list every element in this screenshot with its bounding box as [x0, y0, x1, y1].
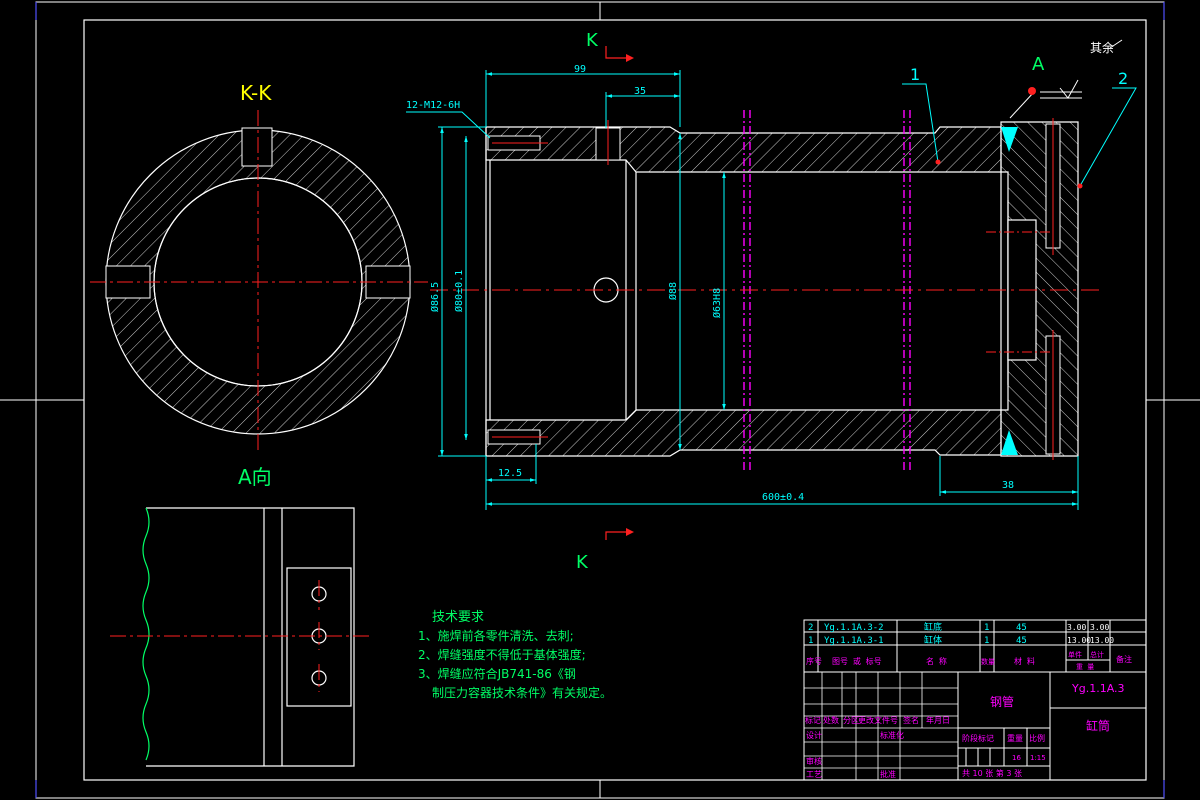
dim-600: 600±0.4 — [762, 492, 804, 503]
bom-row-qty: 1 — [984, 636, 989, 646]
sheet-corner-marks — [35, 2, 1165, 798]
tech-req-title: 技术要求 — [432, 610, 484, 625]
bom-header-mat: 材 料 — [1014, 656, 1035, 666]
weight-label: 重量 — [1007, 733, 1023, 743]
dim-d88: Ø88 — [667, 282, 679, 300]
dimension-lines — [406, 70, 1137, 510]
process-label: 工艺 — [806, 770, 822, 779]
bom-row-code: Yg.1.1A.3-1 — [824, 636, 884, 646]
balloon-2: 2 — [1118, 69, 1128, 88]
balloon-1: 1 — [910, 65, 920, 84]
technical-requirements: 技术要求 1、施焊前各零件清洗、去刺; 2、焊缝强度不得低于基体强度; 3、焊缝… — [418, 610, 612, 700]
bom-row-mat: 45 — [1016, 636, 1027, 646]
design-label: 设计 — [806, 730, 822, 740]
tech-req-line3: 3、焊缝应符合JB741-86《钢 — [418, 666, 576, 681]
title-block: 钢管 Yg.1.1A.3 缸筒 标记 处数 分区 更改文件号 签名 年月日 设计… — [805, 682, 1125, 779]
dim-d63: Ø63H8 — [711, 288, 723, 318]
cylinder-section-view — [430, 110, 1100, 470]
dim-99: 99 — [574, 64, 586, 75]
bom-header-no: 序号 — [806, 656, 822, 666]
part-name: 缸筒 — [1086, 718, 1110, 733]
dim-d80: Ø80±0.1 — [453, 270, 465, 312]
a-arrow-label: A — [1032, 54, 1045, 75]
rev-header-2: 分区 — [843, 716, 859, 725]
a-direction-view — [142, 507, 355, 767]
bom-row-qty: 1 — [984, 623, 989, 633]
section-k-top-label: K — [586, 30, 599, 51]
a-view-label: A向 — [238, 465, 272, 489]
roughness-note: 其余 — [1090, 40, 1114, 55]
standardization-label: 标准化 — [880, 730, 904, 740]
bom-header-single: 单件 — [1068, 650, 1082, 659]
dim-35: 35 — [634, 86, 646, 97]
approve-label: 批准 — [880, 769, 896, 779]
rev-header-4: 签名 — [903, 715, 919, 725]
bom-header-total: 总计 — [1090, 650, 1104, 659]
bom-row-w2: 3.00 — [1090, 623, 1109, 632]
drawing-number: Yg.1.1A.3 — [1071, 682, 1125, 695]
dim-38: 38 — [1002, 480, 1014, 491]
sheet-count: 共 10 张 第 3 张 — [962, 768, 1022, 778]
dim-125: 12.5 — [498, 468, 522, 479]
bom-row-code: Yg.1.1A.3-2 — [824, 623, 884, 633]
bom-row-w1: 3.00 — [1067, 623, 1086, 632]
dim-d865: Ø86.5 — [429, 282, 441, 312]
bom-row-name: 缸底 — [924, 621, 942, 633]
bom-header-code: 图号 或 标号 — [832, 656, 882, 666]
bom-header-name: 名 称 — [926, 656, 947, 666]
bom-header-qty: 数量 — [981, 657, 995, 666]
a-view-centerlines — [110, 580, 372, 692]
section-cut-markers — [605, 46, 626, 540]
bom-header-weight: 重 量 — [1076, 663, 1094, 671]
scale-value: 1:15 — [1030, 754, 1046, 762]
kk-label: K-K — [240, 81, 272, 105]
bom-row-mat: 45 — [1016, 623, 1027, 633]
bom-table: 2 Yg.1.1A.3-2 缸底 1 45 3.00 3.00 1 Yg.1.1… — [806, 621, 1132, 671]
title-block-grid — [803, 619, 1147, 781]
section-k-bottom-label: K — [576, 552, 589, 573]
bom-header-note: 备注 — [1116, 654, 1132, 664]
tech-req-line4: 制压力容器技术条件》有关规定。 — [432, 685, 612, 700]
bom-row-no: 1 — [808, 636, 813, 646]
stage-label: 阶段标记 — [962, 733, 994, 743]
bom-row-w2: 13.00 — [1090, 636, 1114, 645]
bom-row-w1: 13.00 — [1067, 636, 1091, 645]
kk-section-view — [90, 110, 428, 450]
bom-row-name: 缸体 — [924, 634, 942, 646]
tech-req-line1: 1、施焊前各零件清洗、去刺; — [418, 628, 574, 643]
a-view-arrow — [1009, 79, 1082, 119]
rev-header-5: 年月日 — [926, 715, 950, 725]
rev-header-0: 标记 — [805, 715, 821, 725]
scale-label: 比例 — [1029, 733, 1045, 743]
weight-value: 16 — [1012, 754, 1021, 762]
check-label: 审核 — [806, 756, 822, 766]
bom-row-no: 2 — [808, 623, 813, 633]
tech-req-line2: 2、焊缝强度不得低于基体强度; — [418, 647, 586, 662]
dim-thread: 12-M12-6H — [406, 100, 460, 111]
rev-header-3: 更改文件号 — [858, 715, 898, 725]
rev-header-1: 处数 — [823, 715, 839, 725]
material-name: 钢管 — [990, 694, 1014, 709]
